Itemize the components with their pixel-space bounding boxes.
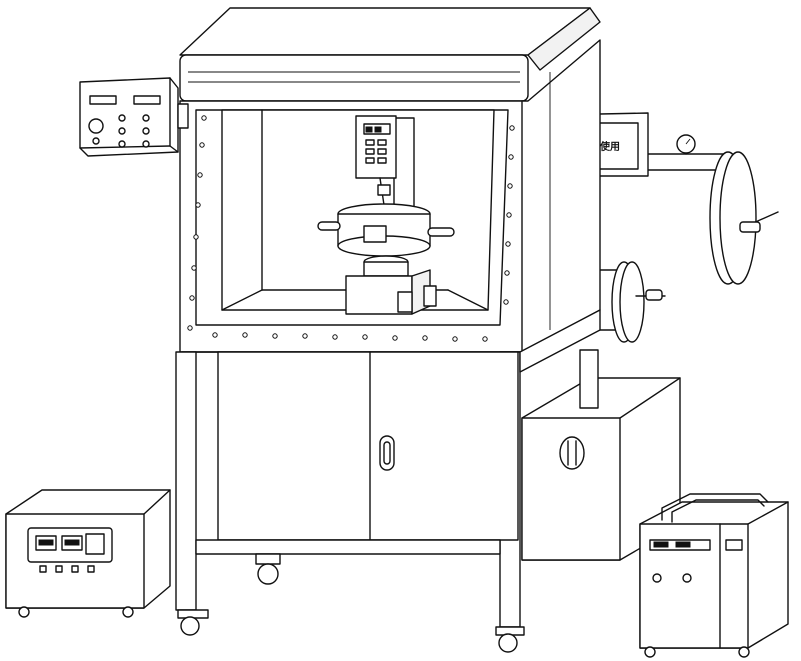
carry-handle-icon [661,493,769,523]
caster-wheel-icon [177,609,209,636]
small-tank-end-disc [611,261,666,343]
glovebox-hood [179,7,601,102]
right-floor-unit [639,493,789,658]
cabinet-dial-knob [559,436,585,470]
frame-bolts [187,115,515,342]
left-control-box [79,77,189,157]
caster-wheel-icon [495,626,525,653]
cabinet-door-handle-icon [379,435,395,471]
left-floor-controller [5,489,171,618]
base-cabinet [175,309,601,653]
large-tank-end-disc [709,151,779,285]
internal-instrument [317,115,455,315]
right-vacuum-cabinet [521,349,681,561]
pressure-gauge-icon [676,134,696,155]
caster-wheel-icon [255,553,281,585]
